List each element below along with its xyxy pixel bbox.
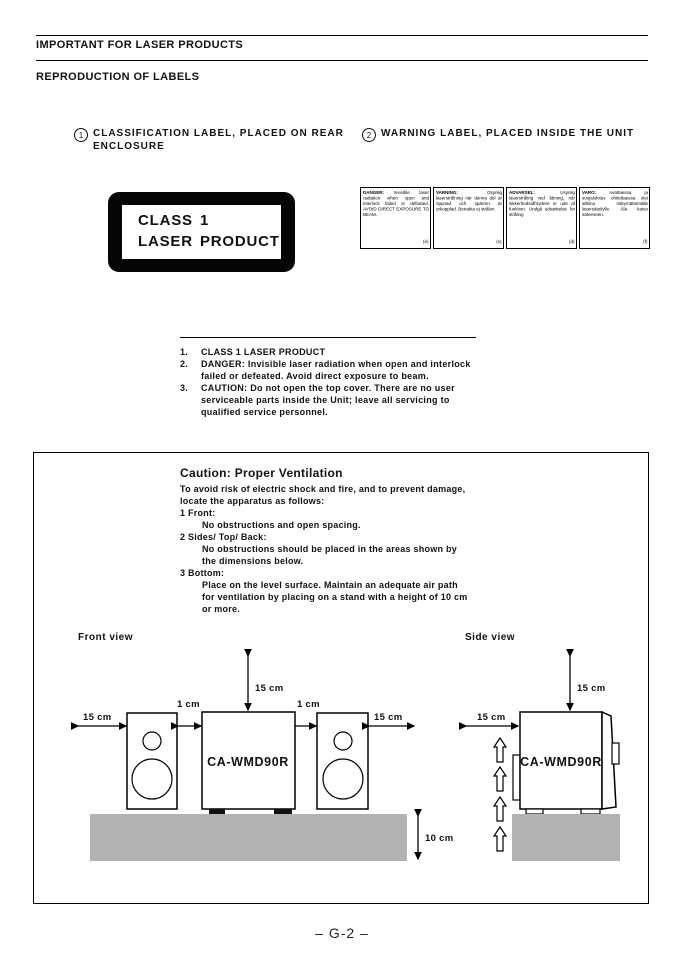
airflow-arrow xyxy=(492,765,508,792)
left-speaker-tweeter xyxy=(142,731,162,751)
airflow-arrow xyxy=(492,825,508,852)
side-left-dim-label: 15 cm xyxy=(477,712,505,723)
warning-label-header: DANGER: xyxy=(363,190,384,195)
warning-label-body: Invisible laser radiation when open and … xyxy=(363,190,429,217)
unit-foot xyxy=(209,809,225,814)
ventilation-line: No obstructions should be placed in the … xyxy=(202,544,458,554)
side-unit-front-panel xyxy=(601,710,617,810)
ventilation-line: the dimensions below. xyxy=(202,556,304,566)
center-unit xyxy=(201,711,296,810)
side-unit-foot xyxy=(580,808,601,815)
warning-label-header: VARNING: xyxy=(436,190,458,195)
front-view-diagram: 15 cm 15 cm 1 cm 1 cm CA-WMD90R 15 cm 10… xyxy=(70,648,453,861)
class1-laser-plate-text: CLASS 1 LASER PRODUCT xyxy=(138,210,280,252)
classification-heading: CLASSIFICATION LABEL, PLACED ON REAR ENC… xyxy=(93,127,344,153)
front-left-gap-label: 1 cm xyxy=(177,699,200,710)
warning-label-body: Avattaessa ja suojalukitus ohitettaessa … xyxy=(582,190,648,217)
warning-label-danger-en: DANGER: Invisible laser radiation when o… xyxy=(360,187,431,249)
note-number: 1. xyxy=(180,347,189,357)
center-unit-label: CA-WMD90R xyxy=(207,755,289,769)
second-rule xyxy=(36,60,648,61)
warning-label-advarsel-da: ADVARSEL: Usynlig laserstråling ved åbni… xyxy=(506,187,577,249)
note-line: failed or defeated. Avoid direct exposur… xyxy=(201,371,429,381)
list-item: 1. CLASS 1 LASER PRODUCT xyxy=(180,346,471,358)
front-left-dim-label: 15 cm xyxy=(83,712,111,723)
laser-notes-list: 1. CLASS 1 LASER PRODUCT 2. DANGER: Invi… xyxy=(180,346,471,418)
warning-label-advarsel-da-text: ADVARSEL: Usynlig laserstråling ved åbni… xyxy=(509,190,575,246)
side-unit-foot xyxy=(525,808,544,815)
side-unit-body xyxy=(519,711,603,810)
warning-label-header: VARO: xyxy=(582,190,597,195)
ventilation-section-box xyxy=(33,452,649,904)
side-unit-rear-tab xyxy=(512,754,521,801)
ventilation-line: To avoid risk of electric shock and fire… xyxy=(180,484,466,494)
ventilation-line: 2 Sides/ Top/ Back: xyxy=(180,532,267,542)
warning-label-varning-sv-text: VARNING: Osynlig laserstrålning när denn… xyxy=(436,190,502,246)
warning-label-body: Osynlig laserstrålning när denna del är … xyxy=(436,190,502,212)
airflow-arrow xyxy=(492,736,508,763)
ventilation-line: locate the apparatus as follows: xyxy=(180,496,325,506)
note-line: qualified service personnel. xyxy=(201,407,328,417)
top-rule xyxy=(36,35,648,36)
ventilation-line: or more. xyxy=(202,604,241,614)
warning-label-code: (s) xyxy=(496,239,502,244)
warning-label-danger-en-text: DANGER: Invisible laser radiation when o… xyxy=(363,190,429,246)
ventilation-line: 1 Front: xyxy=(180,508,216,518)
warning-label-header: ADVARSEL: xyxy=(509,190,535,195)
plate-word-class: CLASS xyxy=(138,212,193,229)
class1-laser-plate-inner: CLASS 1 LASER PRODUCT xyxy=(122,205,281,259)
front-top-dim-label: 15 cm xyxy=(255,683,283,694)
warning-label-code: (f) xyxy=(643,239,648,244)
notes-divider-rule xyxy=(180,337,476,338)
note-line: CLASS 1 LASER PRODUCT xyxy=(201,347,326,357)
side-view-diagram: 15 cm 15 cm CA-WMD90R xyxy=(458,648,620,861)
side-unit-label: CA-WMD90R xyxy=(520,755,602,769)
side-top-dim-label: 15 cm xyxy=(577,683,605,694)
list-item: 3. CAUTION: Do not open the top cover. T… xyxy=(180,382,471,418)
ventilation-line: 3 Bottom: xyxy=(180,568,225,578)
left-speaker-woofer xyxy=(131,758,173,800)
side-view-label: Side view xyxy=(465,632,516,643)
right-speaker-woofer xyxy=(322,758,364,800)
warning-label-body: Usynlig laserstråling ved åbning, når si… xyxy=(509,190,575,217)
unit-foot xyxy=(274,809,292,814)
plate-word-laser: LASER xyxy=(138,233,193,250)
plate-word-1: 1 xyxy=(200,212,210,229)
front-view-label: Front view xyxy=(78,632,134,643)
warning-label-varo-fi-text: VARO: Avattaessa ja suojalukitus ohitett… xyxy=(582,190,648,246)
note-line: CAUTION: Do not open the top cover. Ther… xyxy=(201,383,455,393)
note-number: 2. xyxy=(180,359,189,369)
page-header-reproduction: REPRODUCTION OF LABELS xyxy=(36,71,200,83)
warning-label-varning-sv: VARNING: Osynlig laserstrålning när denn… xyxy=(433,187,504,249)
page-header-laser-products: IMPORTANT FOR LASER PRODUCTS xyxy=(36,39,244,51)
note-line: serviceable parts inside the Unit; leave… xyxy=(201,395,450,405)
ventilation-line: No obstructions and open spacing. xyxy=(202,520,361,530)
warning-label-code: (d) xyxy=(569,239,575,244)
side-stand xyxy=(512,814,620,861)
circled-number-1: 1 xyxy=(74,128,88,142)
page-number: – G-2 – xyxy=(315,925,369,941)
front-right-dim-label: 15 cm xyxy=(374,712,402,723)
airflow-arrow xyxy=(492,795,508,822)
front-right-gap-label: 1 cm xyxy=(297,699,320,710)
stand-height-label: 10 cm xyxy=(425,833,453,844)
class1-laser-plate: CLASS 1 LASER PRODUCT xyxy=(108,192,295,272)
note-line: DANGER: Invisible laser radiation when o… xyxy=(201,359,471,369)
circled-number-2: 2 xyxy=(362,128,376,142)
list-item: 2. DANGER: Invisible laser radiation whe… xyxy=(180,358,471,382)
ventilation-text-block: Caution: Proper Ventilation To avoid ris… xyxy=(180,466,468,615)
ventilation-title: Caution: Proper Ventilation xyxy=(180,466,343,480)
classification-heading-line2: ENCLOSURE xyxy=(93,141,165,152)
front-stand xyxy=(90,814,407,861)
warning-heading: WARNING LABEL, PLACED INSIDE THE UNIT xyxy=(381,128,635,139)
warning-label-varo-fi: VARO: Avattaessa ja suojalukitus ohitett… xyxy=(579,187,650,249)
ventilation-line: Place on the level surface. Maintain an … xyxy=(202,580,458,590)
plate-word-product: PRODUCT xyxy=(200,233,280,250)
ventilation-line: for ventilation by placing on a stand wi… xyxy=(202,592,468,602)
side-unit-front-tab xyxy=(611,742,620,765)
warning-label-code: (e) xyxy=(423,239,429,244)
classification-heading-line1: CLASSIFICATION LABEL, PLACED ON REAR xyxy=(93,128,344,139)
right-speaker-tweeter xyxy=(333,731,353,751)
note-number: 3. xyxy=(180,383,189,393)
